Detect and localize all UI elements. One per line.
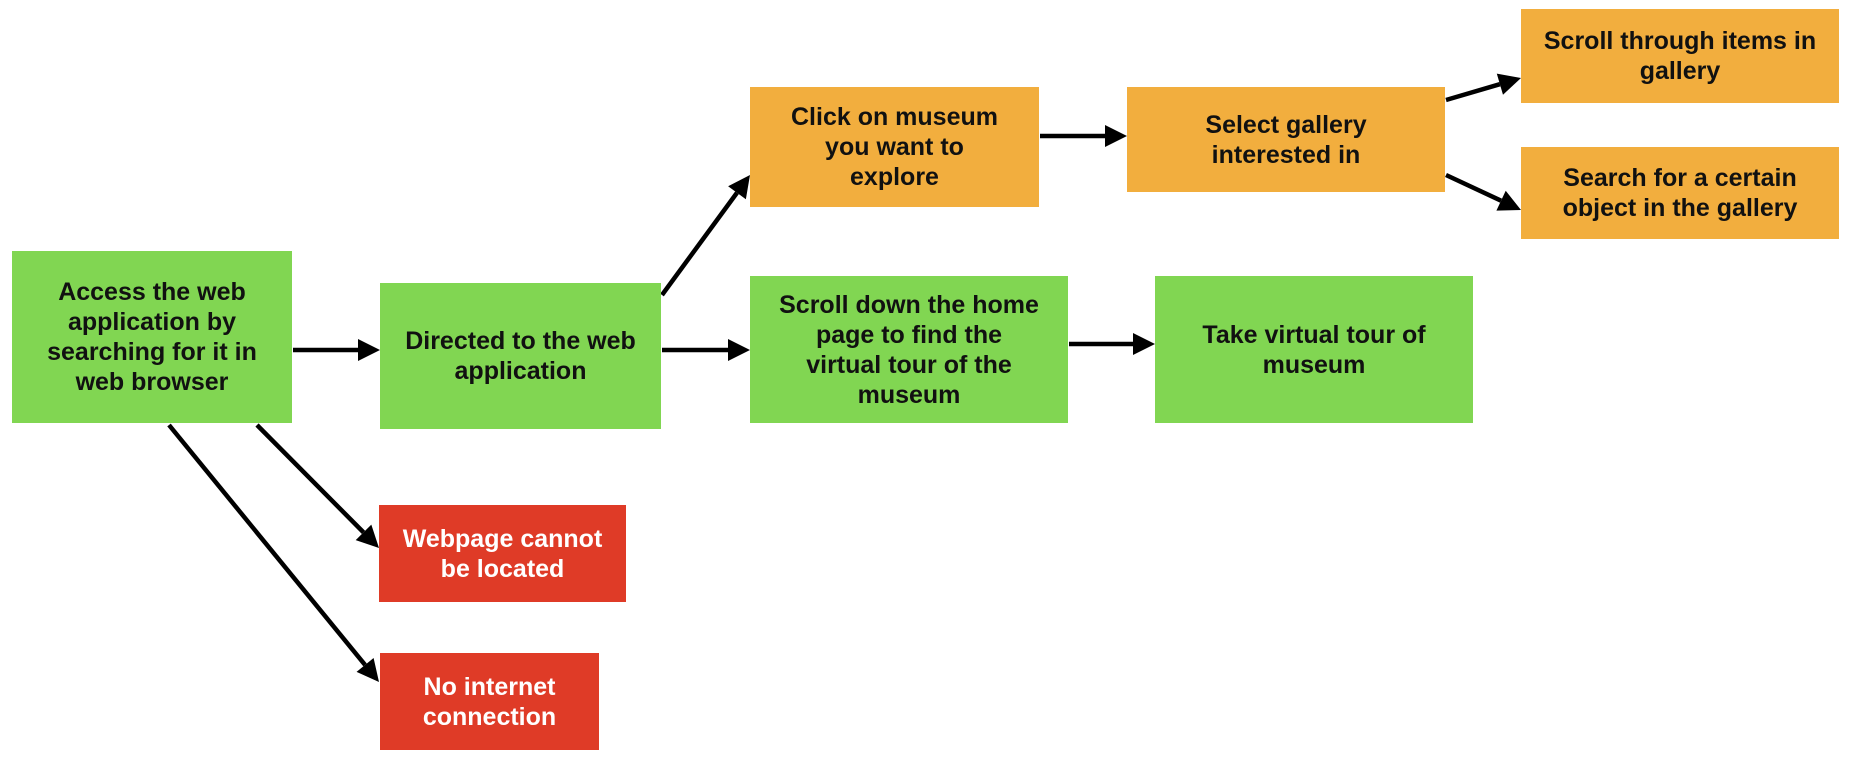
node-scroll-through-items: Scroll through items in gallery [1521, 9, 1839, 103]
arrow-directed-to-scroll_home [662, 339, 750, 361]
arrow-head [356, 658, 379, 682]
arrow-click_museum-to-select_gallery [1040, 125, 1127, 147]
arrow-access-to-directed [293, 339, 380, 361]
arrow-line [255, 423, 366, 534]
node-select-gallery: Select gallery interested in [1127, 87, 1445, 192]
arrow-head [1496, 190, 1521, 211]
arrow-scroll_home-to-virtual_tour [1069, 333, 1155, 355]
arrow-line [660, 191, 739, 297]
arrow-select_gallery-to-search_object [1445, 172, 1521, 211]
arrow-line [1445, 82, 1501, 103]
arrow-head [1105, 125, 1127, 147]
node-access-web-application: Access the web application by searching … [12, 251, 292, 423]
node-directed-to-web-application: Directed to the web application [380, 283, 661, 429]
arrow-head [728, 175, 750, 200]
arrow-head [728, 339, 750, 361]
node-scroll-home-page: Scroll down the home page to find the vi… [750, 276, 1068, 423]
arrow-access-to-no_internet [167, 423, 379, 682]
arrow-line [1445, 172, 1503, 203]
node-webpage-cannot-be-located: Webpage cannot be located [379, 505, 626, 602]
arrow-head [358, 339, 380, 361]
arrow-directed-to-click_museum [660, 175, 750, 297]
arrow-access-to-not_located [255, 423, 379, 548]
node-click-on-museum: Click on museum you want to explore [750, 87, 1039, 207]
arrow-select_gallery-to-scroll_items [1445, 73, 1521, 103]
node-search-object-in-gallery: Search for a certain object in the galle… [1521, 147, 1839, 239]
node-take-virtual-tour: Take virtual tour of museum [1155, 276, 1473, 423]
node-no-internet-connection: No internet connection [380, 653, 599, 750]
arrow-line [167, 423, 367, 667]
arrow-head [1496, 73, 1521, 95]
arrow-head [355, 524, 379, 548]
arrow-head [1133, 333, 1155, 355]
